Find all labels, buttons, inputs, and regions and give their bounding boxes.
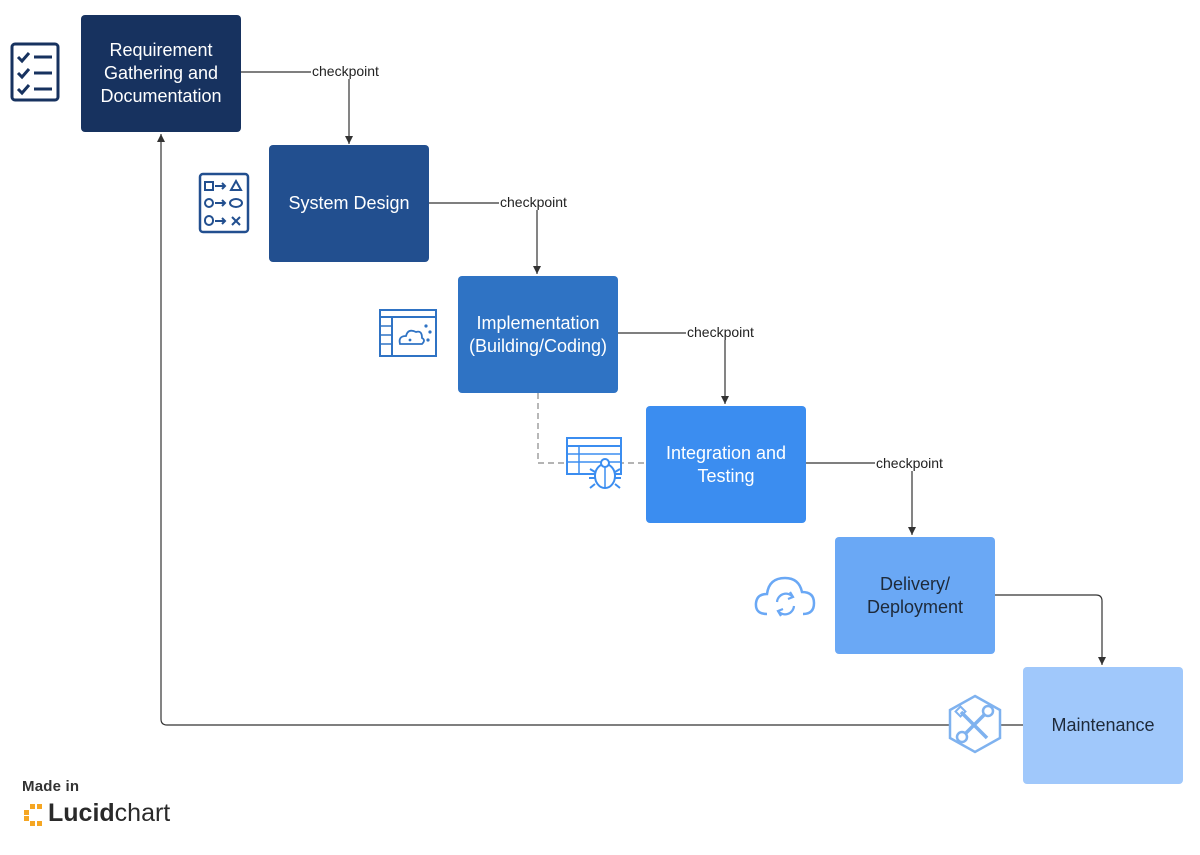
bug-testing-icon (566, 437, 622, 489)
stage-implementation[interactable]: Implementation (Building/Coding) (458, 276, 618, 393)
checkpoint-label: checkpoint (875, 455, 944, 471)
brand-light: chart (114, 799, 171, 827)
code-editor-icon (379, 309, 437, 357)
connector-4 (806, 462, 916, 535)
checkpoint-label: checkpoint (311, 63, 380, 79)
stage-delivery[interactable]: Delivery/ Deployment (835, 537, 995, 654)
stage-requirements[interactable]: Requirement Gathering and Documentation (81, 15, 241, 132)
connector-2 (429, 202, 541, 274)
cloud-sync-icon (754, 576, 816, 617)
stage-label: Maintenance (1051, 715, 1155, 735)
made-in-label: Made in (22, 778, 80, 795)
checklist-icon (10, 42, 60, 102)
stage-system-design[interactable]: System Design (269, 145, 429, 262)
stage-label: System Design (288, 193, 410, 213)
brand-bold: Lucid (48, 799, 115, 827)
stage-label: Implementation (Building/Coding) (468, 312, 608, 356)
stage-integration-testing[interactable]: Integration and Testing (646, 406, 806, 523)
connector-3 (618, 332, 729, 404)
stage-label: Requirement Gathering and Documentation (100, 40, 222, 106)
feedback-loop (157, 134, 1023, 726)
checkpoint-label: checkpoint (686, 324, 755, 340)
tools-icon (948, 694, 1002, 754)
stage-label: Delivery/ Deployment (866, 573, 964, 617)
stage-maintenance[interactable]: Maintenance (1023, 667, 1183, 784)
connector-1 (241, 71, 353, 144)
lucidchart-mark-icon (24, 803, 42, 826)
checkpoint-label: checkpoint (499, 194, 568, 210)
connector-5 (995, 594, 1106, 665)
stage-label: Integration and Testing (665, 442, 787, 486)
flowchart-icon (198, 172, 250, 234)
